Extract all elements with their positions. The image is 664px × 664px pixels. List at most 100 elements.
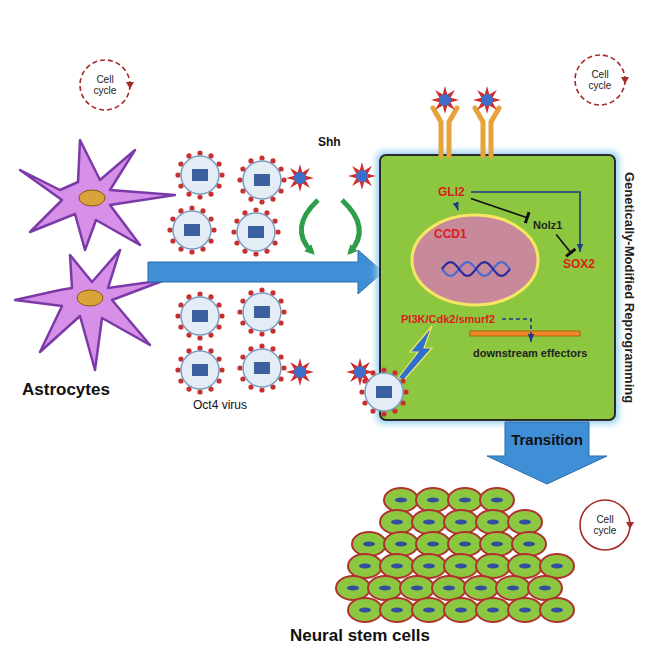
virus-spike bbox=[275, 229, 280, 234]
neural-stem-cell bbox=[416, 532, 450, 556]
virus-spike bbox=[253, 251, 258, 256]
pathway-label: PI3K/Cdk2/smurf2 bbox=[398, 311, 500, 327]
neural-stem-cell bbox=[540, 554, 574, 578]
virus-spike bbox=[197, 335, 202, 340]
neural-stem-cell bbox=[508, 554, 542, 578]
cell-nucleus bbox=[519, 608, 531, 613]
lightning-bolt bbox=[398, 326, 432, 380]
neural-stem-cell bbox=[448, 488, 482, 512]
cell-nucleus bbox=[487, 564, 499, 569]
cell-nucleus bbox=[423, 520, 435, 525]
node-text: Cell cycle bbox=[580, 69, 620, 91]
virus-spike bbox=[259, 287, 264, 292]
virus-spike bbox=[175, 172, 180, 177]
virus-particle bbox=[167, 205, 216, 254]
virus-core bbox=[248, 226, 264, 238]
cell-nucleus bbox=[551, 564, 563, 569]
neural-stem-cell bbox=[416, 488, 450, 512]
virus-spike bbox=[197, 150, 202, 155]
dna-strand bbox=[442, 262, 510, 276]
shh-core bbox=[356, 170, 368, 182]
cell-nucleus bbox=[475, 586, 487, 591]
cycle-arrowhead bbox=[626, 522, 634, 529]
cell-nucleus bbox=[519, 564, 531, 569]
virus-spike bbox=[189, 205, 194, 210]
neural-stem-cell bbox=[444, 510, 478, 534]
neural-stem-cell bbox=[480, 488, 514, 512]
neural-stem-cell bbox=[348, 598, 382, 622]
virus-core bbox=[192, 364, 208, 376]
cell-nucleus bbox=[459, 542, 471, 547]
virus-spike bbox=[197, 345, 202, 350]
transfer-arrow bbox=[148, 250, 383, 294]
nucleus-ellipse bbox=[412, 215, 538, 305]
cell-nucleus bbox=[551, 608, 563, 613]
virus-spike bbox=[259, 331, 264, 336]
node-text: PI3K/Cdk2/smurf2 bbox=[401, 313, 495, 325]
shh-core bbox=[439, 94, 451, 106]
node-text: Cell cycle bbox=[585, 514, 625, 536]
neural-stem-cell bbox=[380, 554, 414, 578]
virus-spike bbox=[175, 313, 180, 318]
neural-stem-cell bbox=[384, 488, 418, 512]
cell-nucleus bbox=[423, 608, 435, 613]
virus-spike bbox=[189, 249, 194, 254]
neural-stem-cell bbox=[476, 554, 510, 578]
cell-nucleus bbox=[395, 542, 407, 547]
transition-arrow-shape bbox=[487, 422, 607, 484]
cell-nucleus bbox=[455, 608, 467, 613]
neural-stem-cell bbox=[444, 598, 478, 622]
shh-molecule bbox=[346, 358, 374, 386]
shh-molecule bbox=[286, 358, 314, 386]
cell-nucleus bbox=[427, 542, 439, 547]
cell-nucleus bbox=[391, 520, 403, 525]
cell-cycle-circle: Cell cycle bbox=[572, 52, 628, 108]
virus-particle bbox=[237, 287, 286, 336]
cell-type-label: Neural stem cells bbox=[290, 626, 430, 646]
cell-nucleus bbox=[491, 542, 503, 547]
virus-particle bbox=[237, 155, 286, 204]
virus-particle bbox=[175, 150, 224, 199]
cell-nucleus bbox=[539, 586, 551, 591]
cell-nucleus bbox=[459, 498, 471, 503]
cell-nucleus bbox=[487, 608, 499, 613]
cell-glow bbox=[376, 151, 619, 424]
virus-capsid bbox=[365, 373, 403, 411]
virus-spike bbox=[231, 229, 236, 234]
neural-stem-cell bbox=[464, 576, 498, 600]
virus-spike bbox=[211, 227, 216, 232]
cell-nucleus bbox=[487, 520, 499, 525]
virus-label: Oct4 virus bbox=[193, 398, 247, 412]
virus-spike bbox=[237, 177, 242, 182]
cell-nucleus bbox=[423, 564, 435, 569]
virus-spike bbox=[359, 389, 364, 394]
virus-spike bbox=[281, 309, 286, 314]
virus-capsid bbox=[243, 349, 281, 387]
virus-spike bbox=[197, 291, 202, 296]
virus-capsid bbox=[243, 161, 281, 199]
neural-stem-cell bbox=[448, 532, 482, 556]
virus-spike bbox=[237, 309, 242, 314]
shh-core bbox=[294, 366, 306, 378]
astrocyte bbox=[15, 250, 165, 370]
effector-bar bbox=[470, 331, 580, 336]
cell-nucleus bbox=[347, 586, 359, 591]
neural-stem-cell bbox=[508, 598, 542, 622]
activation-arrow bbox=[502, 319, 531, 342]
virus-particle bbox=[231, 207, 280, 256]
virus-core bbox=[192, 169, 208, 181]
virus-spike bbox=[197, 194, 202, 199]
cell-nucleus bbox=[395, 498, 407, 503]
cell-nucleus bbox=[391, 608, 403, 613]
inhibition-line bbox=[556, 235, 571, 253]
cycle-ring bbox=[580, 500, 630, 550]
neural-stem-cell bbox=[380, 510, 414, 534]
cell-nucleus bbox=[455, 520, 467, 525]
virus-spike bbox=[253, 207, 258, 212]
neural-stem-cell bbox=[352, 532, 386, 556]
astrocyte-nucleus bbox=[77, 290, 103, 306]
neural-stem-cell bbox=[496, 576, 530, 600]
transition-arrow: Transition bbox=[505, 422, 589, 456]
